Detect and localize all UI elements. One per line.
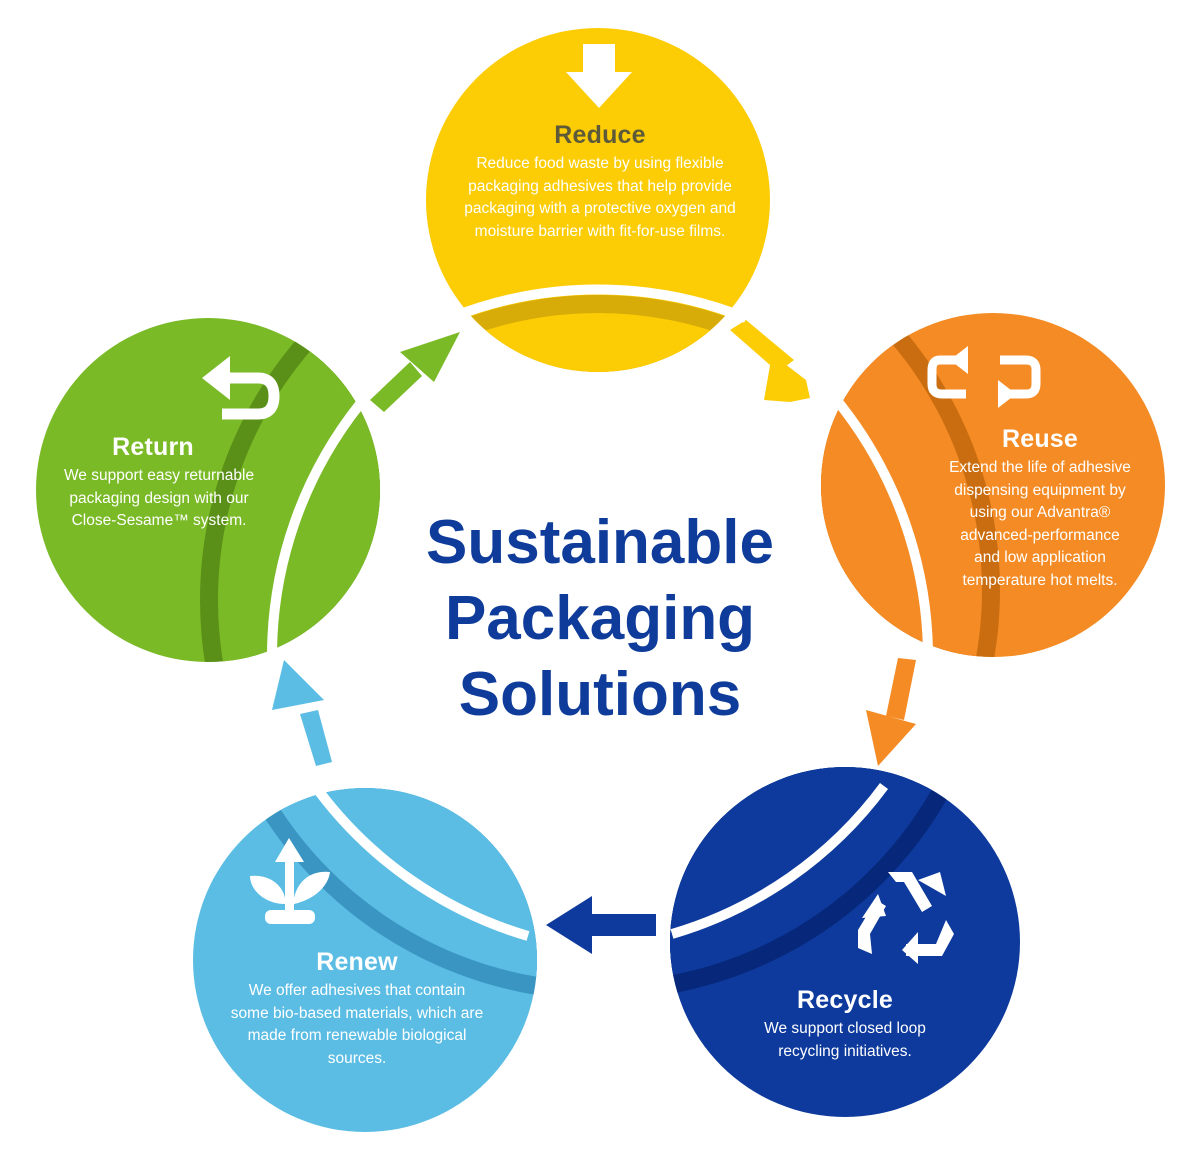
return-node <box>36 318 380 662</box>
reuse-description: Extend the life of adhesive dispensing e… <box>920 457 1160 592</box>
desc-line: sources. <box>327 1049 387 1067</box>
arrow-return-to-reduce <box>370 332 460 412</box>
desc-line: moisture barrier with fit-for-use films. <box>474 222 726 240</box>
desc-line: packaging design with our <box>69 489 249 507</box>
recycle-title: Recycle <box>797 986 893 1014</box>
desc-line: advanced-performance <box>960 526 1120 544</box>
desc-line: dispensing equipment by <box>954 481 1126 499</box>
desc-line: Reduce food waste by using flexible <box>476 155 724 172</box>
desc-line: We offer adhesives that contain <box>248 982 466 999</box>
arrow-reduce-to-reuse <box>730 320 810 402</box>
reduce-description: Reduce food waste by using flexible pack… <box>438 153 762 243</box>
reduce-node <box>426 28 770 372</box>
recycle-description: We support closed loop recycling initiat… <box>705 1018 985 1063</box>
recycle-node <box>670 767 1020 1117</box>
down-arrow-icon <box>566 44 632 108</box>
center-title: Sustainable Packaging Solutions <box>380 505 820 733</box>
desc-line: We support closed loop <box>764 1020 926 1037</box>
recycle-text: Recycle We support closed loop recycling… <box>705 985 985 1063</box>
reuse-text: Reuse Extend the life of adhesive dispen… <box>920 424 1160 592</box>
return-description: We support easy returnable packaging des… <box>44 465 274 533</box>
desc-line: using our Advantra® <box>969 504 1111 521</box>
desc-line: Extend the life of adhesive <box>949 459 1131 476</box>
reduce-text: Reduce Reduce food waste by using flexib… <box>438 120 762 243</box>
return-arrow-icon <box>202 356 280 420</box>
renew-title: Renew <box>316 948 398 976</box>
reuse-title: Reuse <box>1001 425 1079 453</box>
desc-line: We support easy returnable <box>63 467 255 484</box>
recycle-icon <box>858 872 954 964</box>
desc-line: made from renewable biological <box>247 1027 467 1044</box>
renew-text: Renew We offer adhesives that contain so… <box>200 947 514 1070</box>
reduce-title: Reduce <box>554 121 646 149</box>
return-title: Return <box>112 433 194 461</box>
sprout-icon <box>250 838 330 924</box>
desc-line: packaging with a protective oxygen and <box>464 200 736 217</box>
arrow-renew-to-return <box>272 660 332 766</box>
desc-line: recycling initiatives. <box>778 1042 912 1060</box>
return-text: Return We support easy returnable packag… <box>44 432 274 533</box>
desc-line: packaging adhesives that help provide <box>468 177 732 195</box>
renew-description: We offer adhesives that contain some bio… <box>200 980 514 1070</box>
arrow-reuse-to-recycle <box>866 658 916 766</box>
reuse-node <box>821 313 1165 663</box>
reuse-loop-icon <box>927 346 1041 408</box>
center-title-line: Packaging <box>444 584 756 653</box>
desc-line: Close-Sesame™ system. <box>71 512 247 529</box>
desc-line: some bio-based materials, which are <box>230 1004 484 1022</box>
desc-line: temperature hot melts. <box>962 571 1118 589</box>
arrow-recycle-to-renew <box>546 896 656 954</box>
center-title-line: Sustainable <box>426 508 774 577</box>
desc-line: and low application <box>974 549 1106 566</box>
center-title-line: Solutions <box>458 660 742 729</box>
